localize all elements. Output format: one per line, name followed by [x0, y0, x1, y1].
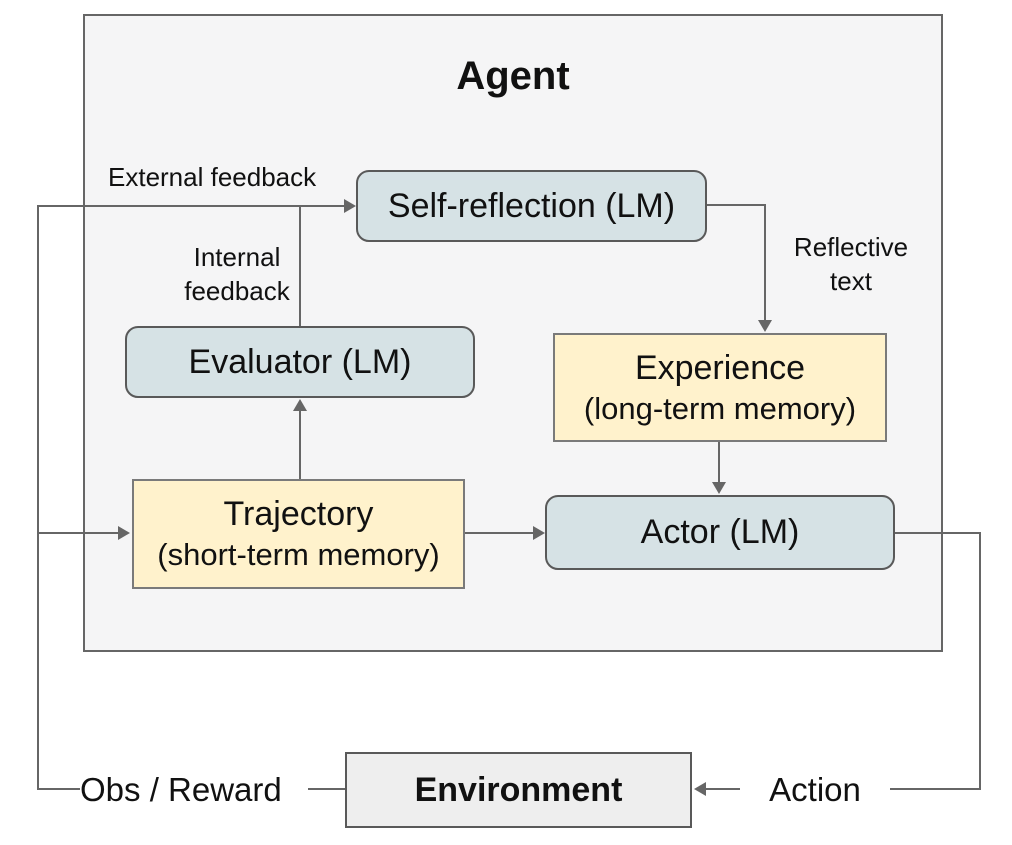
trajectory-box: Trajectory (short-term memory) [132, 479, 465, 589]
arrowhead-into-self-reflection [344, 199, 356, 213]
actor-label: Actor (LM) [640, 513, 800, 551]
arrowhead-into-experience [758, 320, 772, 332]
edge-selfreflection-to-experience-hline [705, 204, 766, 206]
edge-actor-output-hline [893, 532, 981, 534]
action-label: Action [769, 771, 861, 808]
experience-box: Experience (long-term memory) [553, 333, 887, 442]
arrowhead-into-environment [694, 782, 706, 796]
edge-selfreflection-to-experience-vline [764, 204, 766, 322]
evaluator-label: Evaluator (LM) [188, 342, 412, 381]
reflective-text-label: Reflective text [793, 232, 909, 296]
arrowhead-into-trajectory [118, 526, 130, 540]
edge-obs-reward-vertical-line [37, 205, 39, 790]
environment-box: Environment [345, 752, 692, 828]
edge-obs-to-trajectory-line [38, 532, 122, 534]
edge-trajectory-to-actor-line [465, 532, 537, 534]
actor-box: Actor (LM) [545, 495, 895, 570]
edge-action-to-environment-line [704, 788, 740, 790]
experience-subtitle: (long-term memory) [583, 390, 857, 426]
environment-label: Environment [414, 770, 623, 809]
edge-external-feedback-line [38, 205, 348, 207]
edge-obs-reward-corner-line [38, 788, 80, 790]
trajectory-subtitle: (short-term memory) [157, 537, 440, 572]
edge-experience-to-actor-line [718, 442, 720, 484]
self-reflection-label: Self-reflection (LM) [387, 186, 676, 225]
edge-internal-feedback-line [299, 206, 301, 326]
edge-action-corner-line [890, 788, 981, 790]
edge-environment-to-obs-line [308, 788, 345, 790]
experience-title: Experience [634, 348, 806, 387]
obs-reward-label: Obs / Reward [80, 771, 282, 808]
arrowhead-into-evaluator [293, 399, 307, 411]
trajectory-title: Trajectory [223, 495, 374, 533]
external-feedback-label: External feedback [108, 162, 317, 192]
evaluator-box: Evaluator (LM) [125, 326, 475, 398]
internal-feedback-label: Internal feedback [184, 242, 290, 306]
arrowhead-into-actor-left [533, 526, 545, 540]
self-reflection-box: Self-reflection (LM) [356, 170, 707, 242]
edge-action-vertical-line [979, 532, 981, 790]
agent-title: Agent [456, 54, 570, 98]
arrowhead-into-actor-top [712, 482, 726, 494]
edge-trajectory-to-evaluator-line [299, 410, 301, 479]
